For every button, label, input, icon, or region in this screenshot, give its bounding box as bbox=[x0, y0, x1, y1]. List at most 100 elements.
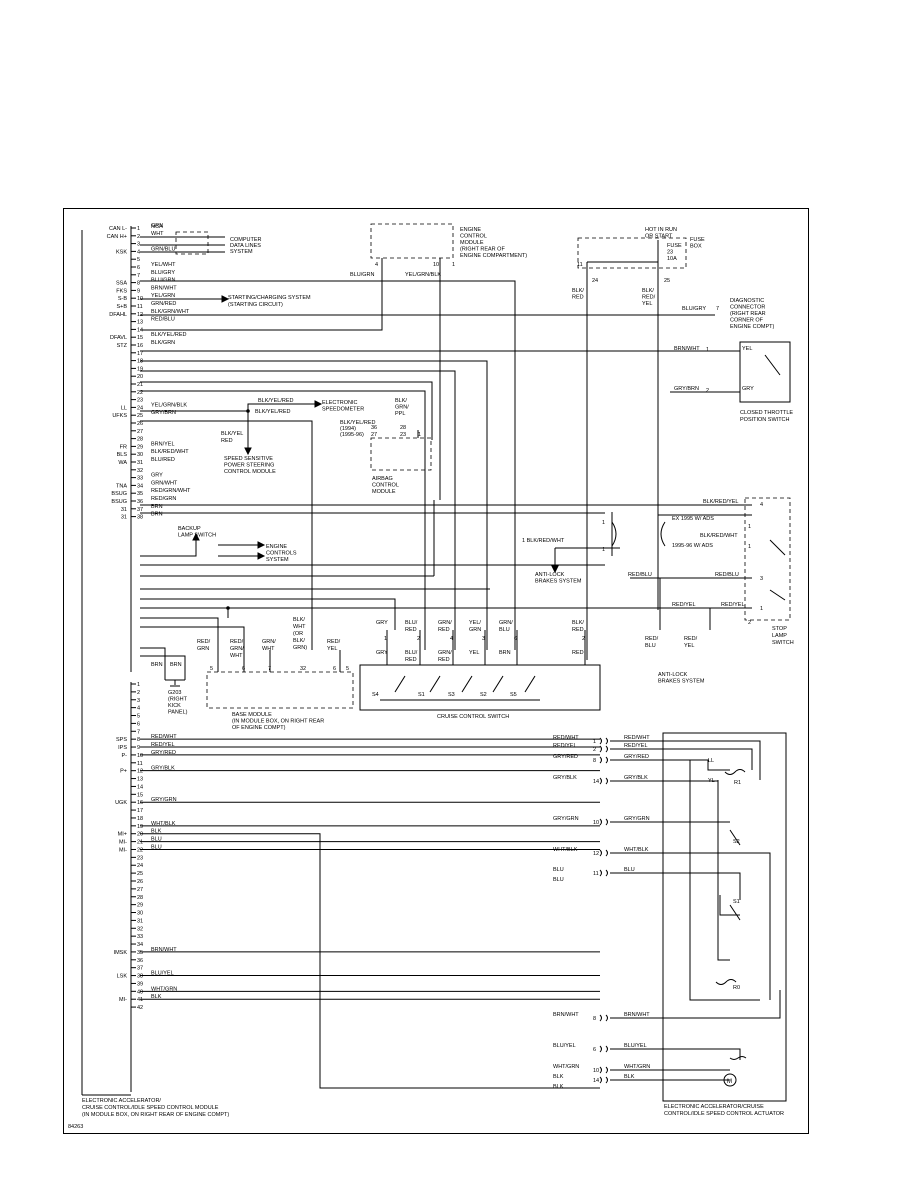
pin-number: 30 bbox=[137, 452, 143, 458]
wire-color-label: YEL/WHT bbox=[151, 262, 176, 268]
speedometer-label: SPEEDOMETER bbox=[322, 407, 364, 413]
wire-color-label: BLU bbox=[645, 643, 656, 649]
wire-color-label: BRN bbox=[499, 650, 511, 656]
pin-number: 26 bbox=[137, 421, 143, 427]
pin-function-label: S-B bbox=[118, 296, 128, 302]
diagnostic-connector-label: ENGINE COMPT) bbox=[730, 324, 774, 330]
stop-lamp-switch bbox=[744, 497, 791, 621]
pin-number: 10 bbox=[433, 262, 439, 268]
pin-number: 21 bbox=[137, 382, 143, 388]
wire-color-label: BRN/WHT bbox=[624, 1012, 650, 1018]
wire-color-label: BLK/GRN/WHT bbox=[151, 309, 190, 315]
pin-number: 28 bbox=[137, 895, 143, 901]
pin-number: 2 bbox=[137, 690, 140, 696]
wire-color-label: RED/ bbox=[230, 639, 244, 645]
wire-color-label: WHT/GRN bbox=[624, 1064, 650, 1070]
pin-number: 27 bbox=[137, 887, 143, 893]
wire-color-label: RED/YEL bbox=[721, 602, 745, 608]
wire-color-label: RED bbox=[438, 627, 450, 633]
fuse-box-label: BOX bbox=[690, 244, 702, 250]
wire-color-label: BLK/RED/WHT bbox=[151, 449, 189, 455]
actuator-label: CONTROL/IDLE SPEED CONTROL ACTUATOR bbox=[664, 1111, 784, 1117]
pin-number: 11 bbox=[577, 262, 583, 268]
wire-color-label: BLU bbox=[553, 877, 564, 883]
pin-number: 12 bbox=[593, 851, 599, 857]
pin-number: 15 bbox=[137, 792, 143, 798]
ecm-label: MODULE bbox=[460, 240, 484, 246]
pin-number: 3 bbox=[137, 698, 140, 704]
wire-color-label: BLK/RED/YEL bbox=[703, 499, 738, 505]
wire-color-label: BLK/ bbox=[642, 288, 654, 294]
symbols bbox=[192, 295, 786, 1087]
wire-color-label: (1994) bbox=[340, 426, 356, 432]
pin-number: 28 bbox=[137, 437, 143, 443]
pin-number: 2 bbox=[748, 620, 751, 626]
pin-function-label: P+ bbox=[120, 769, 127, 775]
wire bbox=[689, 760, 760, 1001]
pin-number: 10 bbox=[593, 820, 599, 826]
wire-color-label: BLU/ bbox=[405, 620, 418, 626]
wire-color-label: GRY/GRN bbox=[624, 816, 650, 822]
wire-color-label: YEL bbox=[742, 346, 752, 352]
closed-throttle-label: POSITION SWITCH bbox=[740, 417, 790, 423]
pin-number: 1 bbox=[418, 432, 421, 438]
connector-symbol bbox=[599, 1076, 608, 1084]
wire-color-label: RED bbox=[572, 650, 584, 656]
wire-color-label: BRN/WHT bbox=[553, 1012, 579, 1018]
pin-function-label: IMSK bbox=[114, 950, 128, 956]
cruise-switch-label: CRUISE CONTROL SWITCH bbox=[437, 714, 509, 720]
wire-color-label: GRN/BLU bbox=[151, 246, 175, 252]
wire-color-label: WHT/GRN bbox=[553, 1064, 579, 1070]
connector-symbol bbox=[599, 756, 608, 764]
pin-number: 2 bbox=[417, 636, 420, 642]
pin-number: 19 bbox=[137, 824, 143, 830]
wire-color-label: BLK/YEL/RED bbox=[340, 420, 375, 426]
pin-number: 8 bbox=[593, 1016, 596, 1022]
connector-symbol bbox=[599, 1045, 608, 1053]
wire-color-label: WHT bbox=[262, 646, 275, 652]
wire-color-label: RED/YEL bbox=[672, 602, 696, 608]
ground-label: G203 bbox=[168, 690, 181, 696]
internal-component-label: S2 bbox=[733, 839, 740, 845]
wire-color-label: WHT bbox=[151, 231, 164, 237]
pin-number: 30 bbox=[137, 911, 143, 917]
pin-number: 1 bbox=[602, 520, 605, 526]
wire-color-label: YEL bbox=[642, 301, 652, 307]
airbag-module-label: MODULE bbox=[372, 489, 396, 495]
connector-symbol bbox=[599, 869, 608, 877]
pin-number: 33 bbox=[137, 476, 143, 482]
wire-color-label: BLK bbox=[553, 1074, 564, 1080]
pin-function-label: BSUG bbox=[111, 491, 127, 497]
component-outlines bbox=[175, 223, 791, 709]
pin-function-label: CAN H+ bbox=[107, 234, 127, 240]
pin-number: 42 bbox=[137, 1005, 143, 1011]
arrow-icon bbox=[314, 400, 323, 408]
wire-color-label: RED bbox=[405, 657, 417, 663]
wire-color-label: BLU/YEL bbox=[151, 971, 174, 977]
pin-number: 1 bbox=[748, 544, 751, 550]
wire-color-label: BRN/WHT bbox=[674, 346, 700, 352]
wire-color-label: RED/YEL bbox=[151, 742, 175, 748]
wire-color-label: GRY bbox=[376, 650, 388, 656]
wire-color-label: RED/ bbox=[327, 639, 341, 645]
backup-lamp-label: LAMP SWITCH bbox=[178, 533, 216, 539]
wire-color-label: BLK/YEL/RED bbox=[258, 398, 293, 404]
internal-component-label: R0 bbox=[733, 985, 740, 991]
wire-color-label: GRY/GRN bbox=[151, 797, 177, 803]
wire bbox=[587, 240, 659, 263]
connector-symbol bbox=[599, 777, 608, 785]
wire-color-label: BLU/ bbox=[405, 650, 418, 656]
pin-function-label: P- bbox=[122, 753, 128, 759]
pin-function-label: 31 bbox=[121, 515, 127, 521]
pin-number: 32 bbox=[137, 468, 143, 474]
wire-color-label: GRN/ bbox=[262, 639, 276, 645]
wire-color-label: GRN bbox=[197, 646, 209, 652]
pin-number: 19 bbox=[137, 366, 143, 372]
wire-color-label: BRN bbox=[151, 662, 163, 668]
connector-symbol bbox=[599, 737, 608, 745]
base-module-label: OF ENGINE COMPT) bbox=[232, 725, 286, 731]
pin-number: 32 bbox=[137, 926, 143, 932]
switch-contact-label: S2 bbox=[480, 692, 487, 698]
pin-number: 10 bbox=[137, 296, 143, 302]
